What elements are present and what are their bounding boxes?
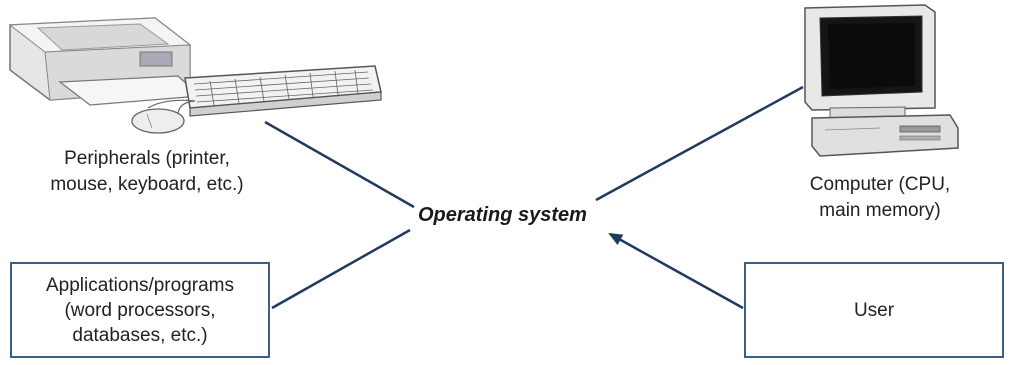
connector-applications (271, 228, 411, 310)
connector-computer (595, 85, 804, 202)
applications-label: Applications/programs (word processors, … (46, 274, 234, 346)
user-label: User (853, 299, 895, 321)
applications-box: Applications/programs (word processors, … (10, 262, 270, 358)
computer-label: Computer (CPU, main memory) (809, 174, 951, 221)
connector-peripherals (264, 120, 415, 209)
connector-user-arrow (608, 232, 744, 310)
mouse-icon (131, 99, 196, 134)
peripherals-label: Peripherals (printer, mouse, keyboard, e… (50, 148, 244, 195)
user-box: User (744, 262, 1004, 358)
keyboard-icon (184, 65, 382, 117)
desktop-computer-icon (804, 4, 959, 157)
printer-icon (8, 17, 202, 106)
operating-system-label: Operating system (418, 204, 587, 226)
